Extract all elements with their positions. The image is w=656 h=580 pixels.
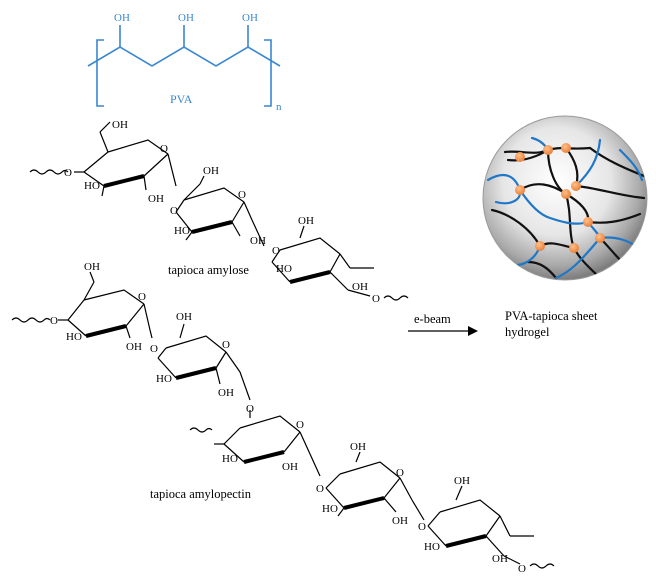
- amylose-group-10: O: [272, 245, 280, 257]
- amylose-group-12: HO: [276, 263, 292, 275]
- amylose-group-9: O: [238, 189, 246, 201]
- amylose-group-13: OH: [352, 281, 368, 293]
- amylose-group-0: O: [64, 167, 72, 179]
- amylose-group-7: HO: [174, 225, 190, 237]
- amylopectin-group-21: HO: [424, 541, 440, 553]
- amylose-ring-1: [74, 121, 177, 197]
- pva-oh-1: OH: [114, 12, 130, 24]
- amylose-group-2: HO: [84, 180, 100, 192]
- amylopectin-group-3: OH: [126, 341, 142, 353]
- reaction-arrow: e-beam: [408, 312, 478, 336]
- amylopectin-group-15: OH: [350, 441, 366, 453]
- amylopectin-group-8: OH: [218, 387, 234, 399]
- hydrogel-crosslinks: [515, 143, 605, 253]
- amylopectin-group-18: O: [396, 467, 404, 479]
- amylose-group-14: O: [372, 293, 380, 305]
- amylopectin-group-14: O: [316, 483, 324, 495]
- amylose-group-3: OH: [148, 193, 164, 205]
- amylose-ring-3: [271, 225, 374, 297]
- amylopectin-group-4: O: [138, 291, 146, 303]
- pva-right-bracket: [264, 39, 272, 107]
- amylopectin-wavy-end: [529, 563, 555, 569]
- pva-subscript-n: n: [276, 101, 282, 113]
- arrow-label-ebeam: e-beam: [414, 312, 451, 326]
- amylopectin-structure: O OH HO OH O O OH HO OH O O HO OH O O OH…: [11, 261, 555, 575]
- amylopectin-group-1: OH: [84, 261, 100, 273]
- amylose-group-5: O: [170, 205, 178, 217]
- amylopectin-group-23: O: [518, 563, 526, 575]
- hydrogel-sphere: [482, 115, 648, 281]
- amylopectin-group-0: O: [50, 315, 58, 327]
- amylopectin-group-22: OH: [492, 553, 508, 565]
- pva-left-bracket: [96, 39, 104, 107]
- amylopectin-wavy-start: [11, 317, 51, 323]
- product-label-line-1: PVA-tapioca sheet: [505, 309, 598, 323]
- amylose-structure: O OH HO OH O O OH HO OH O O OH HO OH O t…: [29, 119, 409, 305]
- product-label-line-2: hydrogel: [505, 325, 550, 339]
- pva-oh-3: OH: [242, 12, 258, 24]
- amylose-group-6: OH: [203, 165, 219, 177]
- amylopectin-group-2: HO: [66, 331, 82, 343]
- pva-bonds: [87, 25, 281, 67]
- amylopectin-ring-5: [427, 485, 534, 565]
- amylopectin-group-11: HO: [222, 453, 238, 465]
- amylose-wavy-end: [383, 295, 409, 301]
- amylopectin-ring-2: [157, 323, 251, 401]
- amylopectin-group-6: OH: [176, 311, 192, 323]
- amylopectin-ring-3: [214, 410, 321, 477]
- amylopectin-ring-1: [58, 271, 153, 339]
- arrow-head-icon: [468, 326, 478, 336]
- amylopectin-group-13: O: [296, 419, 304, 431]
- amylose-wavy-start: [29, 169, 69, 175]
- pva-label: PVA: [170, 92, 193, 106]
- amylose-group-4: O: [160, 143, 168, 155]
- amylopectin-group-19: O: [418, 521, 426, 533]
- amylopectin-group-17: OH: [392, 515, 408, 527]
- amylopectin-ring-4: [325, 451, 425, 521]
- amylose-label: tapioca amylose: [168, 263, 249, 277]
- amylopectin-group-7: HO: [156, 373, 172, 385]
- amylopectin-group-20: OH: [454, 475, 470, 487]
- amylopectin-group-5: O: [150, 343, 158, 355]
- amylopectin-group-16: HO: [322, 503, 338, 515]
- amylopectin-group-10: O: [246, 403, 254, 415]
- amylopectin-group-9: O: [222, 339, 230, 351]
- amylose-group-1: OH: [112, 119, 128, 131]
- amylose-group-11: OH: [298, 215, 314, 227]
- pva-structure: OH OH OH PVA n: [87, 12, 282, 113]
- amylopectin-label: tapioca amylopectin: [150, 487, 252, 501]
- amylopectin-wavy-branch: [189, 427, 213, 433]
- amylose-ring-2: [175, 175, 265, 247]
- amylose-group-8: OH: [250, 235, 266, 247]
- pva-oh-2: OH: [178, 12, 194, 24]
- amylopectin-group-12: OH: [282, 461, 298, 473]
